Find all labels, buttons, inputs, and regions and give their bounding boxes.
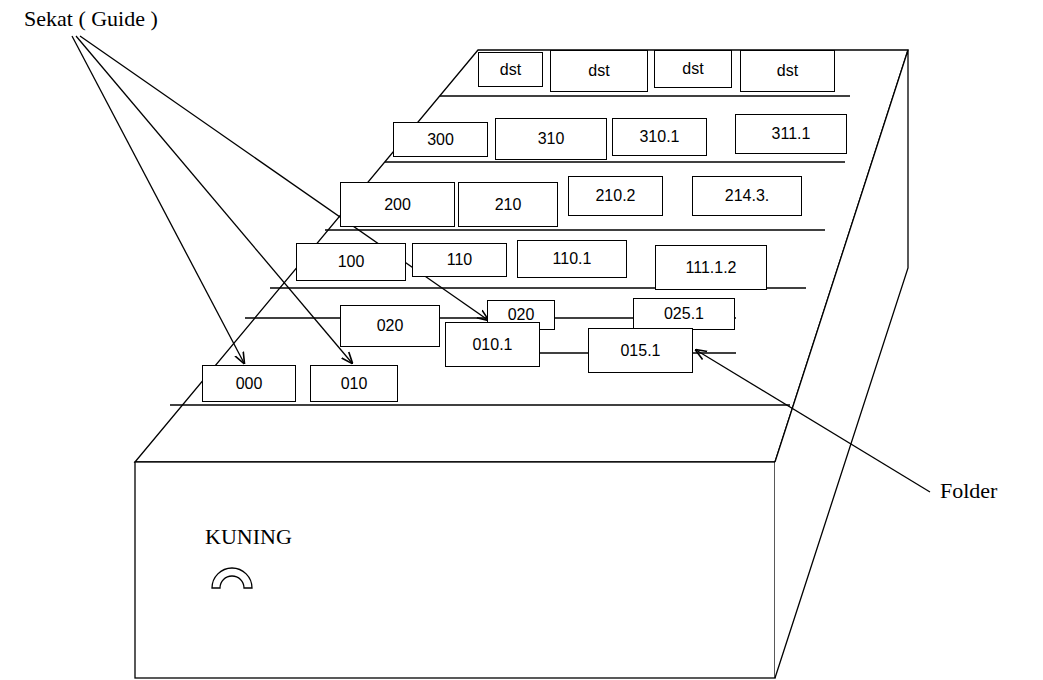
folder-tab: dst: [740, 50, 835, 92]
tab-number: 020: [377, 317, 404, 335]
tab-number: 200: [384, 196, 411, 214]
tab-number: dst: [682, 60, 703, 78]
folder-tab: 214.3.: [692, 176, 802, 216]
folder-tab: 300: [393, 122, 488, 157]
folder-tab: 310.1: [612, 118, 707, 156]
folder-tab: 010: [310, 365, 398, 402]
folder-tab: 210: [458, 182, 558, 227]
folder-tab: 000: [202, 365, 296, 402]
folder-tab: 100: [296, 243, 406, 281]
folder-tab: 110: [412, 243, 507, 277]
tab-number: 000: [236, 375, 263, 393]
tab-number: 110.1: [553, 250, 592, 268]
tab-number: 310: [538, 130, 565, 148]
tab-number: 210.2: [595, 187, 635, 205]
tab-number: dst: [588, 62, 609, 80]
tab-number: dst: [500, 61, 521, 79]
folder-tab: 310: [495, 118, 607, 160]
folder-tab: dst: [654, 50, 732, 88]
tab-number: 110: [447, 251, 473, 269]
tab-number: 311.1: [772, 125, 811, 143]
tab-number: 210: [495, 196, 522, 214]
folder-tab: 311.1: [735, 114, 847, 154]
tab-number: 100: [338, 253, 365, 271]
drawer-handle: [212, 568, 252, 588]
folder-tab: 200: [340, 182, 455, 227]
folder-tab: 110.1: [517, 240, 627, 278]
drawer-color-label: KUNING: [205, 524, 292, 550]
tab-number: 214.3.: [725, 187, 769, 205]
folder-tab: 111.1.2: [655, 245, 767, 290]
drawer-outline: [135, 50, 908, 678]
folder-tab: 025.1: [633, 298, 735, 330]
folder-tab: 015.1: [588, 328, 693, 373]
folder-tab: 210.2: [568, 176, 663, 216]
tab-number: 310.1: [639, 128, 679, 146]
tab-number: 025.1: [664, 305, 704, 323]
tab-number: 015.1: [620, 342, 660, 360]
folder-label: Folder: [940, 478, 997, 504]
leader-lines: [72, 36, 930, 492]
folder-tab: dst: [550, 50, 648, 92]
tab-number: dst: [777, 62, 798, 80]
tab-number: 111.1.2: [685, 259, 736, 277]
tab-number: 300: [427, 131, 454, 149]
guide-label: Sekat ( Guide ): [24, 6, 158, 32]
tab-number: 010.1: [472, 336, 512, 354]
folder-tab: dst: [478, 52, 543, 87]
drawer-front: KUNING: [135, 462, 775, 678]
folder-tab: 020: [340, 305, 440, 347]
tab-number: 010: [341, 375, 368, 393]
folder-tab: 010.1: [445, 322, 540, 367]
